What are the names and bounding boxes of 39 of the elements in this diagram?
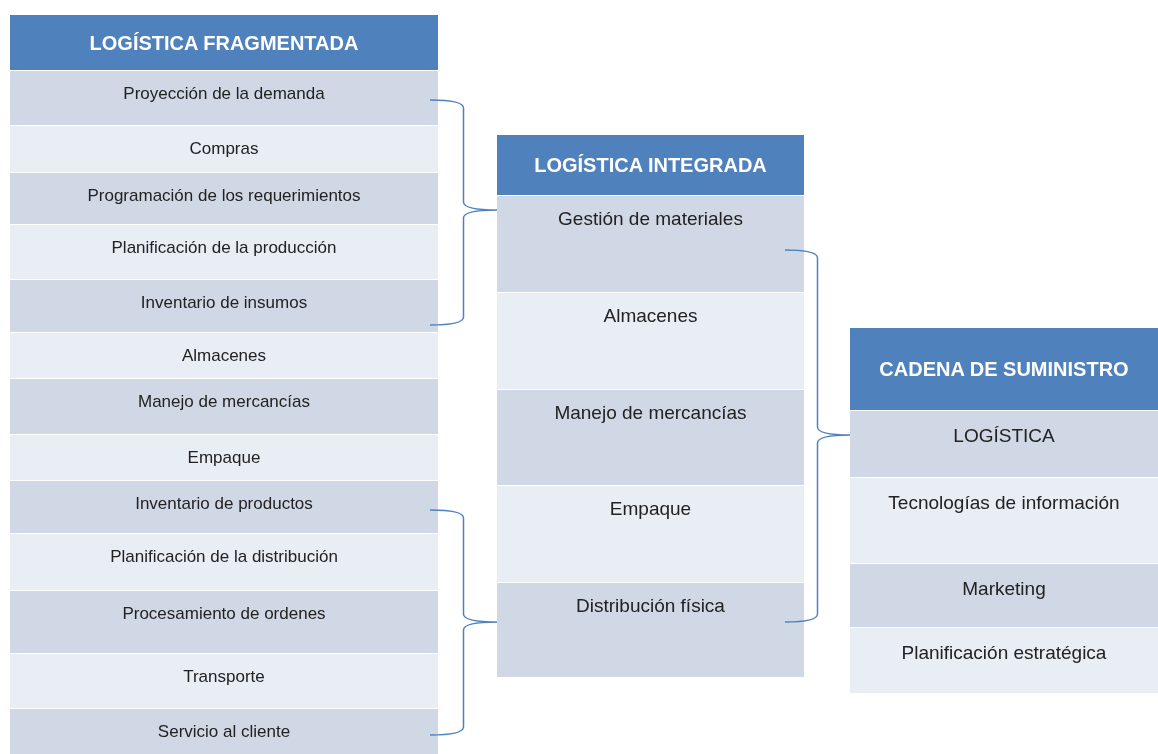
row-label: Planificación de la distribución <box>109 546 339 568</box>
row-label: Servicio al cliente <box>156 721 292 743</box>
row-label: Manejo de mercancías <box>553 401 748 425</box>
row-label: Inventario de productos <box>134 493 314 515</box>
table-row <box>850 563 1158 627</box>
row-label: Marketing <box>961 577 1047 601</box>
table-row <box>497 389 804 485</box>
row-label: Programación de los requerimientos <box>86 185 362 207</box>
row-label: Almacenes <box>180 345 268 367</box>
table-row <box>497 195 804 292</box>
table-row <box>10 70 438 125</box>
row-label: Proyección de la demanda <box>122 83 326 105</box>
column-heading: LOGÍSTICA INTEGRADA <box>534 153 767 178</box>
row-label: Planificación de la producción <box>110 237 338 259</box>
table-row <box>850 410 1158 477</box>
table-row <box>10 172 438 224</box>
row-label: LOGÍSTICA <box>952 424 1056 448</box>
column-panel <box>10 15 438 754</box>
table-row <box>10 708 438 754</box>
table-row <box>10 279 438 332</box>
column-panel <box>497 135 804 677</box>
table-row <box>497 582 804 677</box>
row-label: Transporte <box>182 666 266 688</box>
table-row <box>10 378 438 434</box>
table-row <box>10 590 438 653</box>
row-label: Almacenes <box>602 304 699 328</box>
row-label: Empaque <box>186 447 262 469</box>
column-heading: CADENA DE SUMINISTRO <box>879 357 1129 382</box>
row-label: Inventario de insumos <box>139 292 309 314</box>
row-label: Planificación estratégica <box>900 641 1108 665</box>
column-heading: LOGÍSTICA FRAGMENTADA <box>89 30 359 56</box>
row-label: Distribución física <box>575 594 726 618</box>
row-label: Compras <box>188 138 260 160</box>
table-row <box>10 480 438 533</box>
row-label: Tecnologías de información <box>887 491 1121 515</box>
row-label: Procesamiento de ordenes <box>121 603 327 625</box>
row-label: Empaque <box>608 497 693 521</box>
row-label: Manejo de mercancías <box>137 391 311 413</box>
row-label: Gestión de materiales <box>557 207 744 231</box>
